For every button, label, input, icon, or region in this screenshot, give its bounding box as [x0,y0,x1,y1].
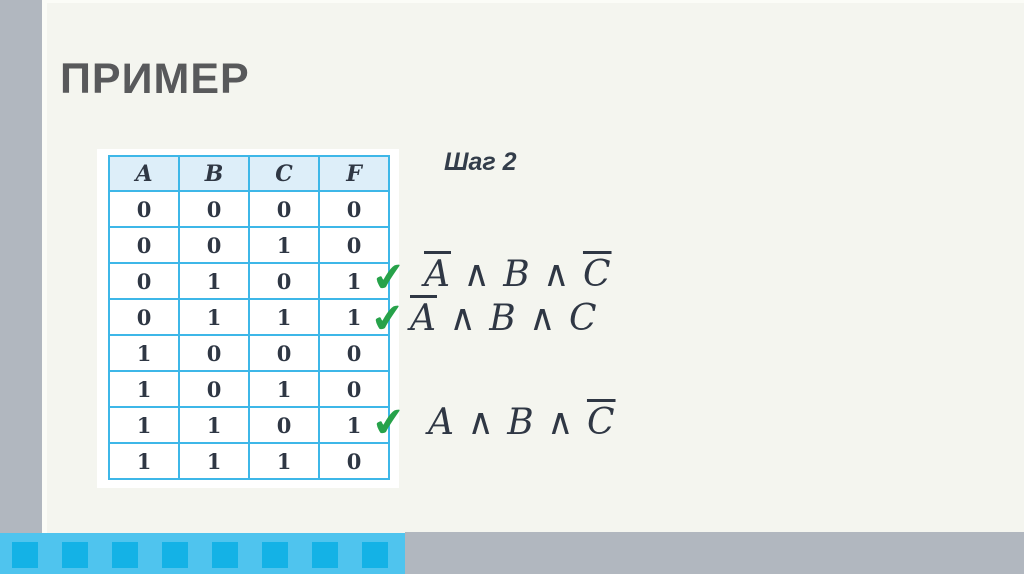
formula-term: B [489,298,517,339]
column-header-a: A [108,155,180,192]
column-header-f: F [318,155,390,192]
and-operator: ∧ [437,298,490,339]
table-cell: 1 [178,442,250,480]
and-operator: ∧ [530,254,583,295]
decoration-square [312,542,338,568]
formula-term: C [586,402,616,443]
and-operator: ∧ [451,254,504,295]
table-row: 1 1 0 1 [108,406,390,444]
table-cell: 1 [318,298,390,336]
formula-term: B [507,402,535,443]
decoration-square [262,542,288,568]
table-cell: 0 [248,334,320,372]
decoration-square [162,542,188,568]
slide-title: ПРИМЕР [60,55,250,103]
table-cell: 1 [248,298,320,336]
table-cell: 1 [178,298,250,336]
table-cell: 0 [318,370,390,408]
table-cell: 1 [318,262,390,300]
and-operator: ∧ [534,402,587,443]
checkmark-icon: ✔ [368,294,407,344]
table-row: 0 1 1 1 [108,298,390,336]
checkmark-icon: ✔ [369,253,408,303]
bottom-decoration-band [0,533,405,574]
formula-3: A ∧ B ∧ C [428,402,616,443]
table-cell: 1 [248,370,320,408]
table-cell: 0 [318,190,390,228]
truth-table: A B C F 0 0 0 0 0 0 1 0 0 1 0 [108,155,390,480]
table-cell: 1 [178,406,250,444]
table-cell: 0 [178,370,250,408]
table-cell: 0 [108,298,180,336]
table-cell: 0 [108,226,180,264]
table-cell: 0 [248,190,320,228]
and-operator: ∧ [516,298,569,339]
formula-term: C [568,298,598,339]
formula-term: B [503,254,531,295]
table-cell: 1 [318,406,390,444]
table-cell: 0 [248,262,320,300]
table-cell: 0 [178,226,250,264]
decoration-square [362,542,388,568]
table-cell: 1 [178,262,250,300]
table-cell: 0 [178,334,250,372]
table-cell: 0 [108,262,180,300]
left-gray-strip [0,0,42,574]
table-row: 1 0 1 0 [108,370,390,408]
decoration-square [212,542,238,568]
table-cell: 1 [108,370,180,408]
step-label: Шаг 2 [444,148,517,176]
decoration-square [12,542,38,568]
table-cell: 1 [108,442,180,480]
decoration-square [62,542,88,568]
formula-term: A [410,298,437,339]
table-cell: 1 [248,226,320,264]
table-cell: 0 [318,334,390,372]
formula-term: C [582,254,612,295]
formula-1: A ∧ B ∧ C [424,254,612,295]
table-cell: 1 [108,334,180,372]
formula-term: A [424,254,451,295]
bottom-gray-strip [405,532,1024,574]
decoration-square [112,542,138,568]
table-header-row: A B C F [108,155,390,192]
table-row: 1 1 1 0 [108,442,390,480]
table-cell: 0 [318,226,390,264]
left-strip-divider [42,0,47,574]
column-header-c: C [248,155,320,192]
table-cell: 0 [318,442,390,480]
table-row: 0 1 0 1 [108,262,390,300]
and-operator: ∧ [455,402,508,443]
formula-term: A [428,402,455,443]
table-row: 0 0 1 0 [108,226,390,264]
top-edge-highlight [47,0,1024,3]
table-cell: 0 [248,406,320,444]
checkmark-icon: ✔ [369,398,408,448]
column-header-b: B [178,155,250,192]
formula-2: A ∧ B ∧ C [410,298,598,339]
table-cell: 0 [178,190,250,228]
table-row: 0 0 0 0 [108,190,390,228]
table-cell: 1 [248,442,320,480]
table-cell: 1 [108,406,180,444]
table-row: 1 0 0 0 [108,334,390,372]
table-cell: 0 [108,190,180,228]
